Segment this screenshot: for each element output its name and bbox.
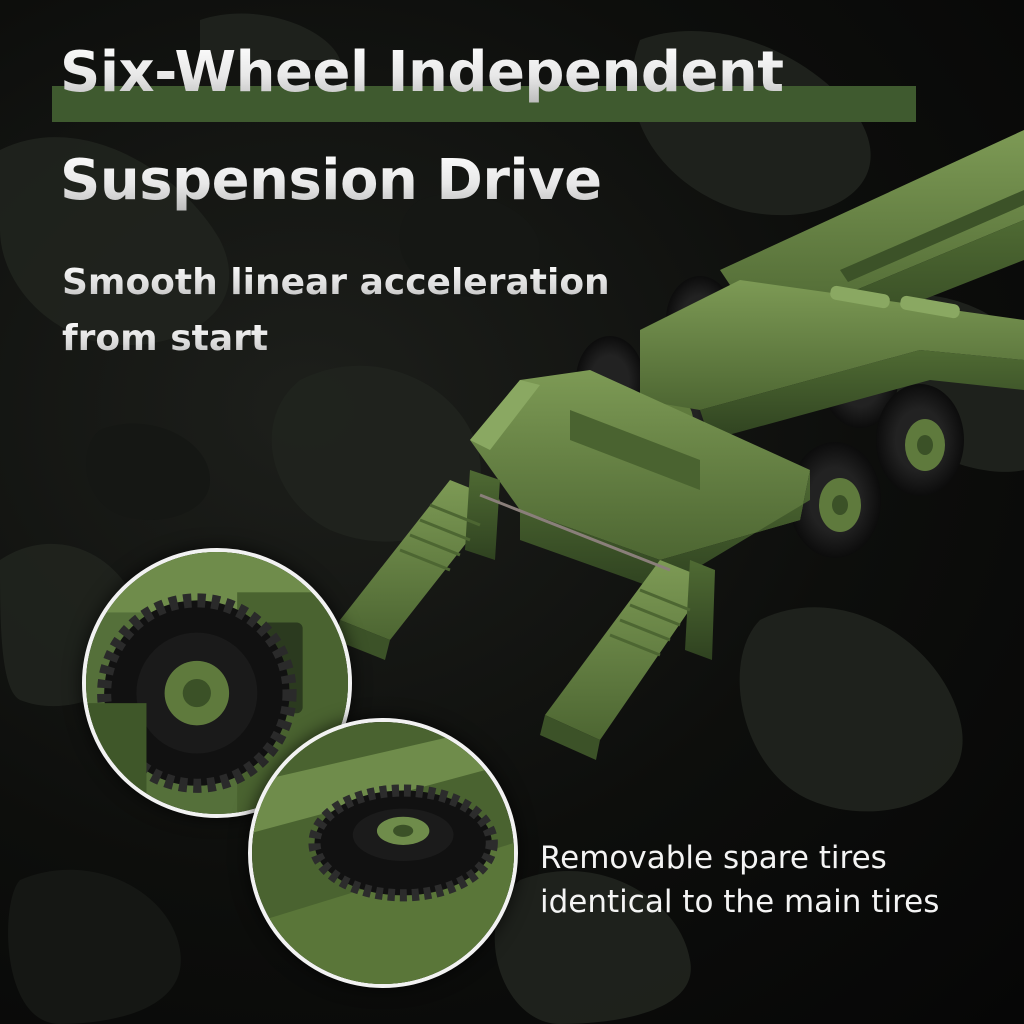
headline-line-2: Suspension Drive <box>60 148 602 213</box>
spare-tire-closeup-1 <box>82 548 352 818</box>
subtitle-line-2: from start <box>62 318 269 359</box>
headline-highlight-bar <box>52 86 916 122</box>
caption-line-2: identical to the main tires <box>540 884 940 920</box>
caption-line-1: Removable spare tires <box>540 840 887 876</box>
subtitle-line-1: Smooth linear acceleration <box>62 262 610 303</box>
loading-ramps <box>335 470 715 760</box>
headline-line-1: Six-Wheel Independent <box>60 40 784 105</box>
spare-tire-closeup-2 <box>248 718 518 988</box>
